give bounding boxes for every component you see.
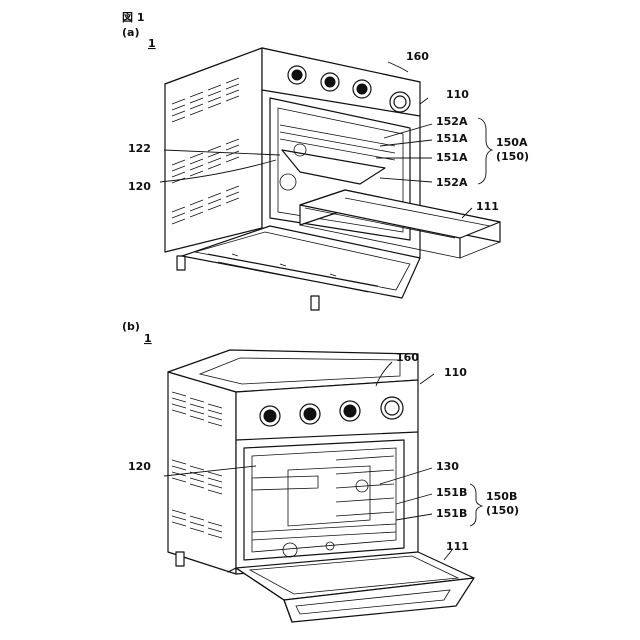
label-150A-paren: (150) — [496, 150, 529, 163]
panel-a-tag: (a) — [122, 26, 139, 39]
label-120-a: 120 — [128, 180, 151, 193]
label-111-a: 111 — [476, 200, 499, 213]
label-122: 122 — [128, 142, 151, 155]
panel-a-ref: 1 — [148, 37, 156, 50]
label-160-a: 160 — [406, 50, 429, 63]
label-151B-bot: 151B — [436, 507, 467, 520]
panel-a: (a) 1 — [122, 26, 529, 310]
label-150A: 150A — [496, 136, 528, 149]
label-150B-paren: (150) — [486, 504, 519, 517]
figure-title: 図 1 — [122, 10, 144, 24]
panel-b-tag: (b) — [122, 320, 140, 333]
label-151A-top: 151A — [436, 132, 468, 145]
label-152A-bot: 152A — [436, 176, 468, 189]
panel-b-ref: 1 — [144, 332, 152, 345]
label-151A-mid: 151A — [436, 151, 468, 164]
label-111-b: 111 — [446, 540, 469, 553]
label-130: 130 — [436, 460, 459, 473]
panel-b: (b) 1 — [122, 320, 519, 622]
oven-body-b — [168, 350, 418, 574]
label-150B: 150B — [486, 490, 517, 503]
label-110-b: 110 — [444, 366, 467, 379]
label-160-b: 160 — [396, 351, 419, 364]
label-152A-top: 152A — [436, 115, 468, 128]
label-110-a: 110 — [446, 88, 469, 101]
label-151B-top: 151B — [436, 486, 467, 499]
label-120-b: 120 — [128, 460, 151, 473]
